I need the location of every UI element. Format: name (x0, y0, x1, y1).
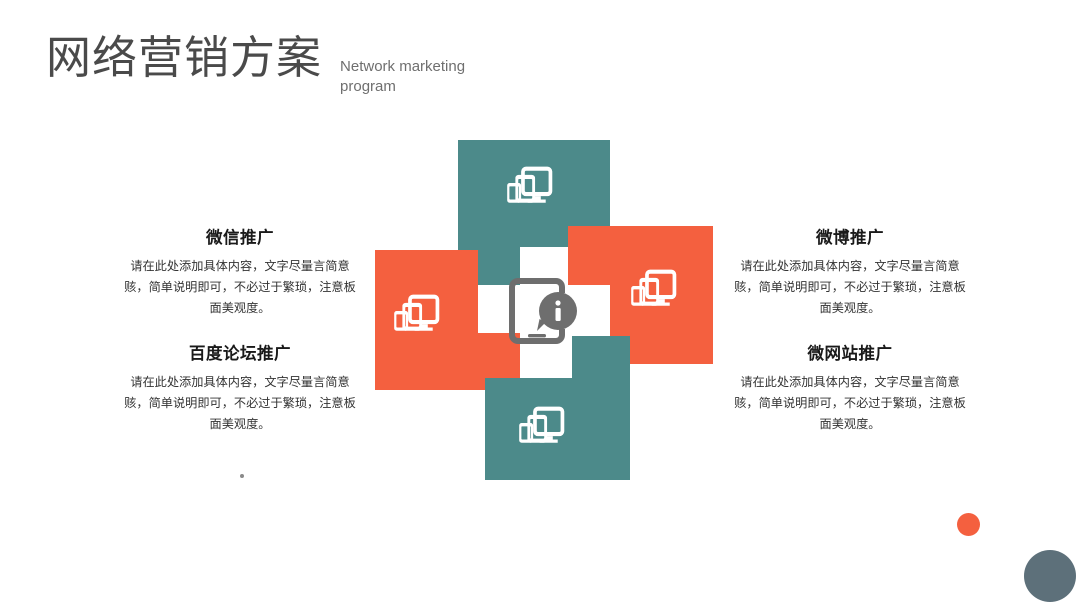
decoration-circle-slate (1024, 550, 1076, 602)
diagram-tile-left[interactable] (375, 250, 520, 390)
pinwheel-diagram (370, 130, 730, 490)
panel-title-microsite: 微网站推广 (807, 345, 893, 363)
panel-baidu: 百度论坛推广 请在此处添加具体内容，文字尽量言简意赅，简单说明即可，不必过于繁琐… (120, 340, 360, 435)
diagram-tile-bottom[interactable] (485, 336, 630, 480)
panel-microsite: 微网站推广 请在此处添加具体内容，文字尽量言简意赅，简单说明即可，不必过于繁琐，… (730, 340, 970, 435)
page-header: 网络营销方案 Network marketing program (46, 32, 500, 97)
phone-outline-icon (509, 278, 565, 344)
page-title: 网络营销方案 (46, 32, 323, 83)
decoration-circle-orange (957, 513, 980, 536)
panel-title-wechat: 微信推广 (206, 229, 274, 247)
page-subtitle: Network marketing program (340, 58, 466, 95)
diagram-tile-right[interactable] (568, 226, 713, 364)
center-phone-info[interactable] (509, 278, 577, 344)
panel-body-baidu: 请在此处添加具体内容，文字尽量言简意赅，简单说明即可，不必过于繁琐，注意板面美观… (124, 375, 356, 431)
panel-weibo: 微博推广 请在此处添加具体内容，文字尽量言简意赅，简单说明即可，不必过于繁琐，注… (730, 224, 970, 319)
panel-wechat: 微信推广 请在此处添加具体内容，文字尽量言简意赅，简单说明即可，不必过于繁琐，注… (120, 224, 360, 319)
panel-body-microsite: 请在此处添加具体内容，文字尽量言简意赅，简单说明即可，不必过于繁琐，注意板面美观… (734, 375, 966, 431)
panel-body-wechat: 请在此处添加具体内容，文字尽量言简意赅，简单说明即可，不必过于繁琐，注意板面美观… (124, 259, 356, 315)
panel-title-weibo: 微博推广 (816, 229, 884, 247)
panel-body-weibo: 请在此处添加具体内容，文字尽量言简意赅，简单说明即可，不必过于繁琐，注意板面美观… (734, 259, 966, 315)
decoration-tiny-dot (240, 474, 244, 478)
panel-title-baidu: 百度论坛推广 (189, 345, 291, 363)
